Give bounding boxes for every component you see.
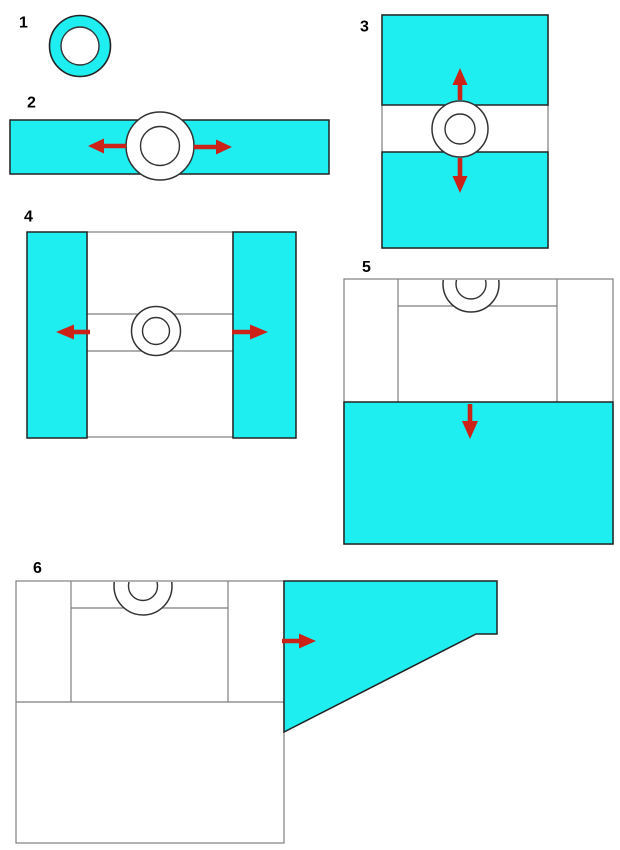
- fig5-ring-hole: [455, 280, 487, 300]
- fig6-frame: [15, 580, 285, 844]
- figure-4-group: 4: [24, 209, 297, 439]
- fig5-down-arrow-head: [462, 421, 478, 439]
- fig6-right-arrow-icon: [282, 633, 316, 649]
- fig2-left-arrow-icon: [88, 138, 126, 154]
- fig4-ring-hole: [141, 316, 171, 346]
- fig3-up-arrow-head: [452, 68, 468, 85]
- fig4-left-arrow-head: [56, 324, 74, 340]
- fig4-left-arrow-icon: [56, 324, 90, 340]
- fig6-ring-clipped: [113, 582, 173, 616]
- fig4-right-arrow-icon: [232, 324, 268, 340]
- fig3-top-panel: [381, 14, 549, 106]
- fig1-label: 1: [19, 15, 28, 32]
- fig2-label: 2: [27, 95, 36, 112]
- fig4-left-panel: [26, 231, 88, 439]
- fig2-right-arrow-head: [216, 139, 232, 155]
- figure-2-group: 2: [9, 95, 330, 181]
- fig2-left-arrow-head: [88, 138, 104, 154]
- fig4-right-panel: [232, 231, 297, 439]
- figure-5-group: 5: [343, 259, 614, 545]
- figure-1-group: 1: [19, 15, 112, 78]
- fig6-ring-hole: [127, 582, 159, 602]
- fig3-label: 3: [360, 19, 369, 36]
- fig2-right-arrow-icon: [194, 139, 232, 155]
- fig5-ring-clipped: [442, 280, 500, 313]
- fig3-bottom-panel: [381, 151, 549, 249]
- figure-3-group: 3: [360, 14, 549, 249]
- fig6-side-panel: [283, 580, 498, 734]
- fig6-label: 6: [33, 560, 42, 577]
- fig3-down-arrow-head: [452, 176, 468, 193]
- fig6-right-arrow-head: [299, 633, 316, 649]
- fig5-down-arrow-icon: [462, 404, 478, 439]
- fig3-ring-hole: [444, 113, 476, 145]
- fig5-bottom-panel: [343, 401, 614, 545]
- fig3-down-arrow-icon: [452, 158, 468, 193]
- fig4-right-arrow-head: [250, 324, 268, 340]
- fig4-label: 4: [24, 209, 33, 226]
- figure-6-group: 6: [15, 560, 498, 844]
- fig5-label: 5: [362, 259, 371, 276]
- fig3-up-arrow-icon: [452, 68, 468, 100]
- fig1-ring-hole: [60, 26, 100, 66]
- fig2-ring-hole: [139, 125, 181, 167]
